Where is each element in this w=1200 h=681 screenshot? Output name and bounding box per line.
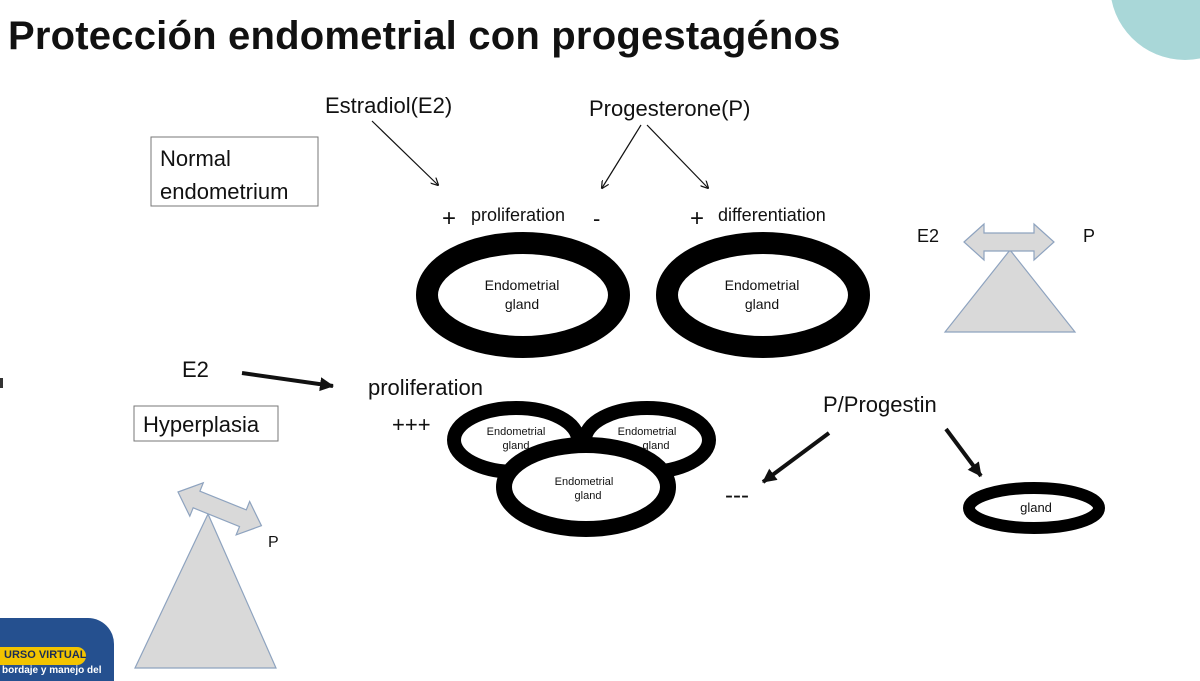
minus-sign: - — [593, 206, 600, 231]
svg-text:Endometrial: Endometrial — [725, 277, 800, 293]
hyperplasia-p-label: P — [268, 534, 279, 551]
progesterone-arrow-left — [602, 124, 642, 188]
progestin-arrow-left — [761, 431, 831, 484]
proliferation-large-label: proliferation — [368, 375, 483, 400]
slide-title: Protección endometrial con progestagénos — [8, 14, 841, 58]
double-arrow-icon — [963, 222, 1055, 262]
e2-bold-arrow — [241, 371, 334, 392]
svg-text:Endometrial: Endometrial — [487, 426, 546, 438]
balance-e2-label: E2 — [917, 226, 939, 246]
estradiol-label: Estradiol(E2) — [325, 93, 452, 118]
svg-text:gland: gland — [575, 490, 602, 502]
tilted-double-arrow-icon — [177, 481, 263, 536]
small-gland-ring: gland — [963, 482, 1105, 534]
svg-text:gland: gland — [643, 440, 670, 452]
hyperplasia-e2-label: E2 — [182, 357, 209, 382]
plus-sign-left: + — [442, 205, 456, 232]
corner-decoration — [1110, 0, 1200, 70]
svg-text:Endometrial: Endometrial — [555, 476, 614, 488]
balance-p-label: P — [1083, 226, 1095, 246]
progesterone-label: Progesterone(P) — [589, 96, 750, 121]
svg-text:gland: gland — [505, 296, 539, 312]
hyperplasia-box — [133, 405, 279, 442]
normal-label-line2: endometrium — [160, 179, 288, 204]
progesterone-arrow-right — [646, 124, 708, 188]
endometrial-gland-ring-left: Endometrial gland — [416, 232, 630, 358]
triple-plus-label: +++ — [392, 412, 431, 437]
course-badge: URSO VIRTUAL bordaje y manejo del — [0, 618, 114, 681]
differentiation-label: differentiation — [718, 205, 826, 225]
endometrial-gland-ring-right: Endometrial gland — [656, 232, 870, 358]
svg-text:Endometrial: Endometrial — [485, 277, 560, 293]
svg-text:gland: gland — [1020, 500, 1052, 515]
normal-label-line1: Normal — [160, 146, 231, 171]
proliferation-label: proliferation — [471, 205, 565, 225]
triple-minus-label: --- — [725, 482, 749, 509]
svg-text:Endometrial: Endometrial — [618, 426, 677, 438]
hyperplastic-gland-cluster: Endometrial gland Endometrial gland Endo… — [447, 401, 716, 537]
svg-text:gland: gland — [503, 440, 530, 452]
balance-triangle — [943, 222, 1077, 333]
normal-endometrium-box — [150, 136, 319, 207]
edge-mark — [0, 378, 3, 388]
progestin-label: P/Progestin — [823, 392, 937, 417]
estradiol-arrow — [371, 120, 438, 185]
course-badge-subtitle: bordaje y manejo del — [2, 665, 102, 676]
course-badge-pill: URSO VIRTUAL — [0, 647, 87, 665]
plus-sign-right: + — [690, 205, 704, 232]
hyperplasia-label: Hyperplasia — [143, 412, 260, 437]
progestin-arrow-right — [944, 427, 983, 478]
imbalance-triangle — [134, 481, 277, 669]
svg-text:gland: gland — [745, 296, 779, 312]
